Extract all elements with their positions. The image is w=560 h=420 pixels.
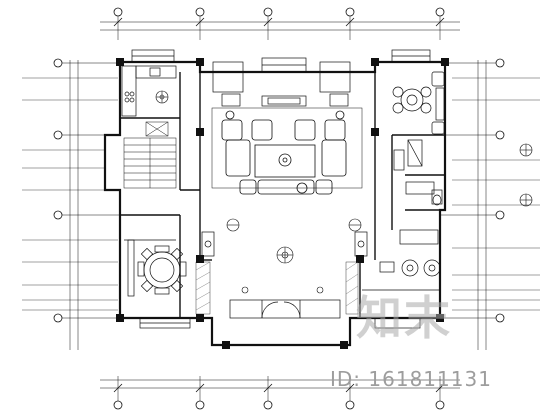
- staircase: [123, 121, 177, 189]
- sofa-icon: [211, 107, 363, 195]
- axis-bubbles-top: [113, 7, 445, 17]
- tree-icons: [519, 143, 533, 207]
- watermark-logo: 知末: [356, 291, 452, 345]
- tea-table-icon: [392, 71, 445, 135]
- watermark-id: ID: 161811131: [330, 367, 492, 391]
- columns: [116, 58, 449, 349]
- hatch-wall: [195, 261, 359, 315]
- dining-table-icon: [124, 239, 187, 297]
- decor-plants: [226, 218, 362, 294]
- plant-icon: [155, 90, 169, 104]
- dimension-ticks: [113, 17, 445, 393]
- axis-bubbles-right: [495, 58, 505, 323]
- interior-walls: [120, 72, 445, 318]
- bathroom-fixtures: [393, 139, 443, 206]
- windows-top: [131, 49, 431, 93]
- entrance-door: [229, 299, 341, 319]
- leader-lines-right: [452, 77, 540, 311]
- console-tables: [201, 231, 368, 257]
- dimension-lines: [62, 16, 496, 401]
- windows-bottom: [139, 317, 421, 329]
- axis-bubbles-left: [53, 58, 63, 323]
- leader-lines-left: [22, 77, 118, 311]
- washroom-fixtures: [362, 229, 441, 291]
- kitchen-counter: [121, 65, 177, 117]
- axis-bubbles-bottom: [113, 400, 445, 410]
- tv-cabinet: [221, 93, 349, 107]
